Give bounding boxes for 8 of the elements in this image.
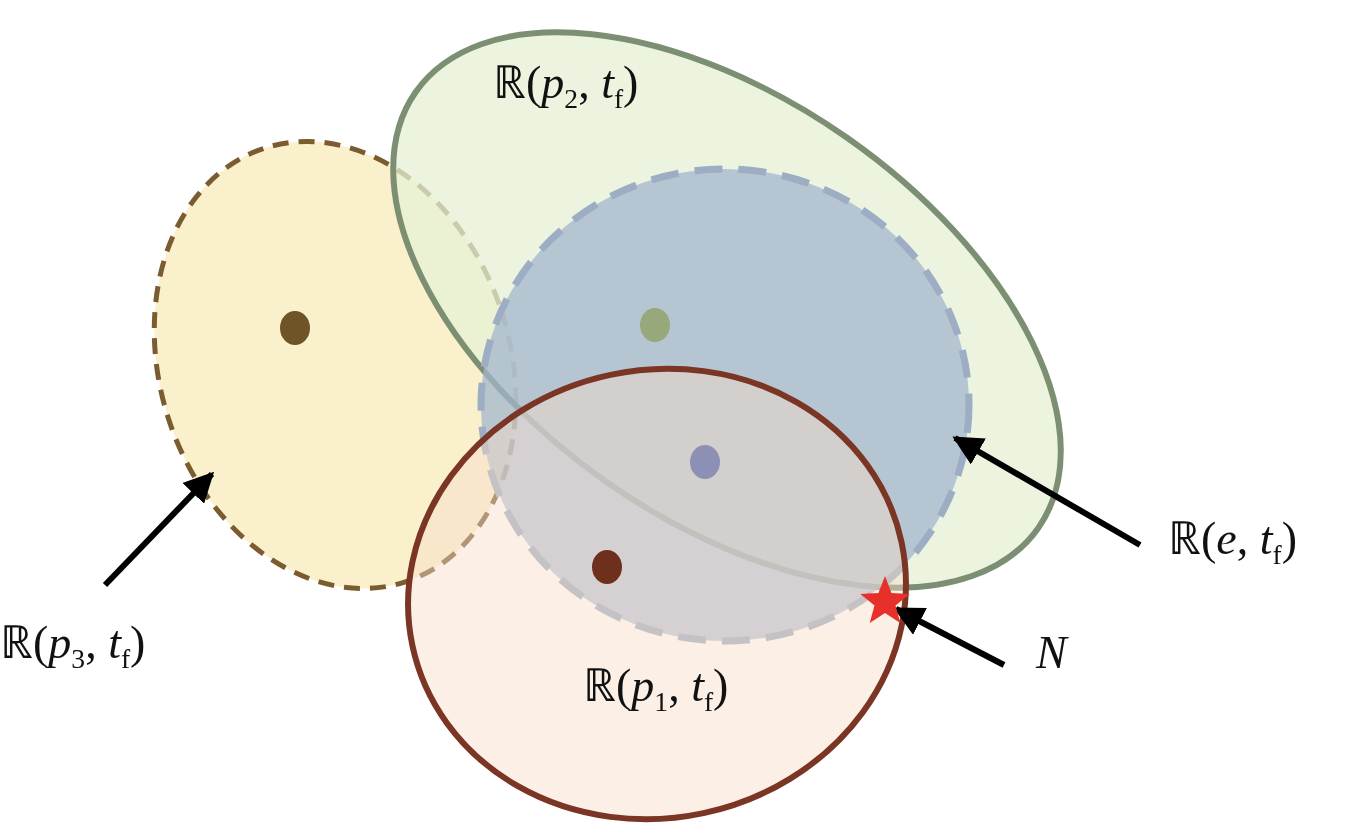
region-label: ℝ(p$_{3}$, t$_{f}$) xyxy=(0,620,146,673)
region-label: N xyxy=(1036,630,1067,676)
leader-arrow xyxy=(102,471,215,588)
leader-arrow xyxy=(893,606,1006,668)
leader-arrow xyxy=(952,435,1142,548)
region-label: ℝ(p$_{1}$, t$_{f}$) xyxy=(583,663,729,716)
region-label: ℝ(e, t$_{f}$) xyxy=(1168,516,1298,569)
region-label: ℝ(p$_{2}$, t$_{f}$) xyxy=(493,60,639,113)
